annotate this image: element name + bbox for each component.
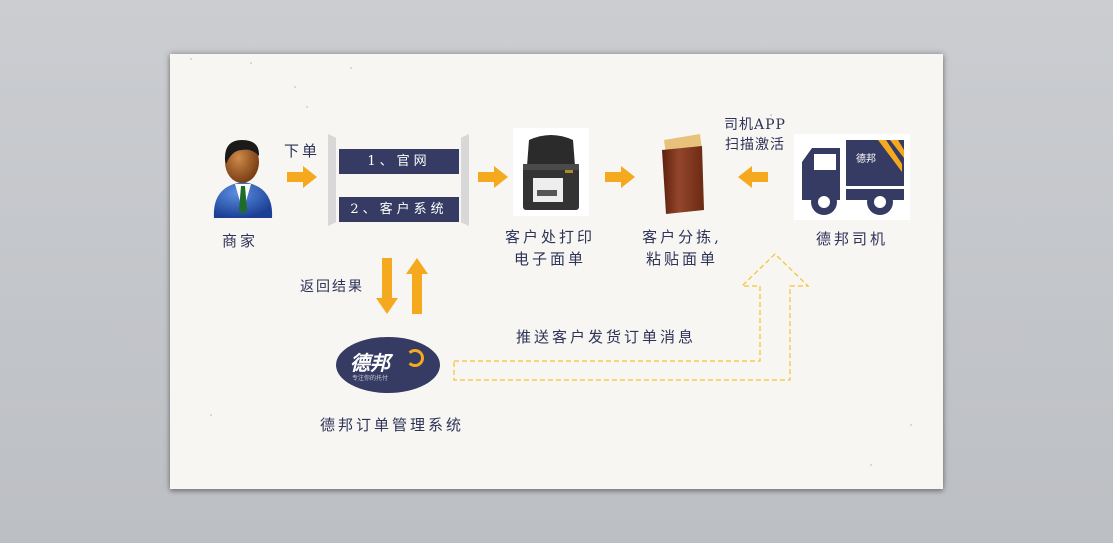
channel-customer-system: 2、客户系统 [339, 197, 459, 222]
paper-speck [350, 67, 352, 69]
paper-speck [190, 58, 192, 60]
bracket-left [328, 134, 336, 226]
driver-app-line2: 扫描激活 [725, 137, 785, 153]
paper-speck [910, 424, 912, 426]
paper-speck [250, 62, 252, 64]
package-bag-icon [662, 134, 704, 214]
package-label-line2: 粘贴面单 [645, 250, 718, 268]
delivery-truck-icon: 德邦 [802, 140, 904, 215]
package-label-line1: 客户分拣, [642, 228, 722, 246]
merchant-label: 商家 [222, 232, 259, 250]
paper-speck [306, 106, 308, 108]
label-printer-icon [523, 135, 579, 210]
bidirectional-arrows-icon [376, 258, 428, 314]
truck-image: 德邦 [794, 134, 910, 220]
paper-speck [210, 414, 212, 416]
slide: 商家 下单 1、官网 2、客户系统 客户处打印 电子面单 客户分拣, [170, 54, 943, 489]
arrow-right-icon [287, 166, 317, 188]
paper-speck [294, 86, 296, 88]
push-message-label: 推送客户发货订单消息 [516, 328, 697, 346]
oms-label: 德邦订单管理系统 [320, 416, 465, 434]
place-order-label: 下单 [284, 142, 321, 160]
arrow-right-icon [605, 166, 635, 188]
bracket-right [461, 134, 469, 226]
paper-speck [870, 464, 872, 466]
logo-text: 德邦 [350, 351, 390, 375]
logo-slogan: 专注你的托付 [352, 375, 389, 382]
package-image [656, 130, 708, 218]
arrow-right-icon [478, 166, 508, 188]
driver-label: 德邦司机 [815, 230, 888, 248]
printer-image [513, 128, 589, 216]
printer-label-line2: 电子面单 [513, 250, 586, 268]
arrow-left-icon [738, 166, 768, 188]
return-result-label: 返回结果 [300, 279, 364, 295]
printer-label-line1: 客户处打印 [504, 228, 595, 246]
channel-website: 1、官网 [339, 149, 459, 174]
businessman-icon [213, 140, 273, 218]
dashed-push-arrow [453, 253, 810, 381]
merchant-figure [208, 134, 278, 220]
truck-logo-text: 德邦 [856, 152, 876, 165]
logo-swoosh-icon [406, 349, 424, 367]
deppon-logo: 德邦 专注你的托付 [336, 337, 440, 393]
paper-speck [770, 114, 772, 116]
driver-app-line1: 司机APP [724, 117, 786, 133]
